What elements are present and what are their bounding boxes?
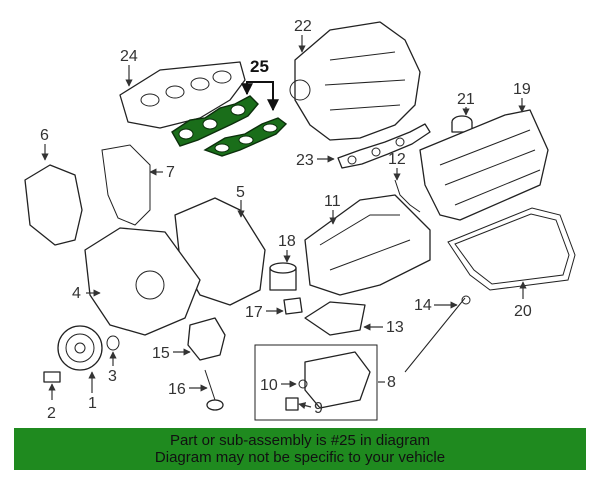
- callout-label-20: 20: [514, 303, 532, 320]
- callout-16: 16: [168, 381, 208, 398]
- callout-label-11: 11: [324, 193, 341, 210]
- part-14-dipstick: [404, 295, 471, 373]
- part-2-bolt: [43, 371, 61, 383]
- callout-label-18: 18: [278, 233, 296, 250]
- callout-label-21: 21: [457, 91, 475, 108]
- callout-18: 18: [278, 233, 296, 263]
- callout-22: 22: [294, 18, 312, 53]
- part-12-tube: [394, 179, 421, 213]
- callout-2: 2: [47, 383, 56, 422]
- callout-label-9: 9: [314, 400, 323, 417]
- callout-8: 8: [378, 374, 396, 391]
- part-15-oil-pump: [187, 317, 226, 361]
- callout-10: 10: [260, 377, 297, 394]
- callout-label-22: 22: [294, 18, 312, 35]
- callout-9: 9: [298, 400, 323, 417]
- part-1-crank-pulley: [57, 325, 103, 371]
- callout-label-10: 10: [260, 377, 278, 394]
- callout-19: 19: [513, 81, 531, 113]
- callout-21: 21: [457, 91, 475, 116]
- callout-label-4: 4: [72, 285, 81, 302]
- callout-7: 7: [149, 164, 175, 181]
- callout-23: 23: [296, 152, 335, 169]
- callout-6: 6: [40, 127, 49, 161]
- callout-label-6: 6: [40, 127, 49, 144]
- part-23-plenum-gasket: [337, 123, 431, 169]
- callout-label-5: 5: [236, 184, 245, 201]
- callout-label-7: 7: [166, 164, 175, 181]
- part-25-intake-gaskets: [171, 95, 288, 157]
- callout-25: 25: [241, 57, 279, 112]
- part-21-oil-cap: [451, 115, 473, 133]
- banner-line-2: Diagram may not be specific to your vehi…: [154, 449, 446, 466]
- callout-11: 11: [324, 193, 341, 225]
- callout-label-14: 14: [414, 297, 432, 314]
- part-20-cover-gasket: [447, 207, 576, 291]
- callout-3: 3: [108, 351, 117, 385]
- callout-17: 17: [245, 304, 284, 321]
- banner-line-1: Part or sub-assembly is #25 in diagram: [169, 432, 431, 449]
- callout-label-19: 19: [513, 81, 531, 98]
- callout-label-13: 13: [386, 319, 404, 336]
- part-10-drain-washer: [298, 379, 308, 389]
- part-24-intake-runner: [119, 61, 246, 129]
- callout-label-3: 3: [108, 368, 117, 385]
- callout-24: 24: [120, 48, 138, 87]
- callout-label-15: 15: [152, 345, 170, 362]
- part-3-washer: [106, 335, 120, 351]
- callout-label-8: 8: [387, 374, 396, 391]
- part-18-oil-filter: [269, 262, 297, 291]
- part-9-drain-plug: [285, 397, 299, 411]
- callout-label-12: 12: [388, 151, 406, 168]
- callout-label-1: 1: [88, 395, 97, 412]
- parts-diagram: 1 2 3 4 5 6 7 8 9 10 11 12: [24, 18, 576, 422]
- callout-label-25: 25: [250, 57, 269, 76]
- callout-12: 12: [388, 151, 406, 181]
- part-8-lower-oil-pan: [254, 344, 378, 421]
- part-4-front-cover: [84, 227, 201, 336]
- callout-label-24: 24: [120, 48, 138, 65]
- callout-label-16: 16: [168, 381, 186, 398]
- part-16-strainer: [204, 369, 224, 411]
- part-7-cover-gasket: [101, 144, 151, 226]
- part-11-upper-oil-pan: [304, 194, 431, 296]
- callout-label-23: 23: [296, 152, 314, 169]
- callout-20: 20: [514, 281, 532, 320]
- info-banner: Part or sub-assembly is #25 in diagram D…: [14, 428, 586, 470]
- part-13-baffle: [304, 301, 366, 336]
- callout-1: 1: [88, 371, 97, 412]
- part-6-housing: [24, 164, 83, 246]
- callout-15: 15: [152, 345, 191, 362]
- callout-label-2: 2: [47, 405, 56, 422]
- callout-5: 5: [236, 184, 245, 218]
- callout-13: 13: [363, 319, 404, 336]
- callout-label-17: 17: [245, 304, 263, 321]
- callout-14: 14: [414, 297, 458, 314]
- part-19-valve-cover: [419, 109, 549, 221]
- part-22-intake-plenum: [289, 21, 421, 141]
- part-17-sensor: [283, 297, 303, 315]
- callout-4: 4: [72, 285, 101, 302]
